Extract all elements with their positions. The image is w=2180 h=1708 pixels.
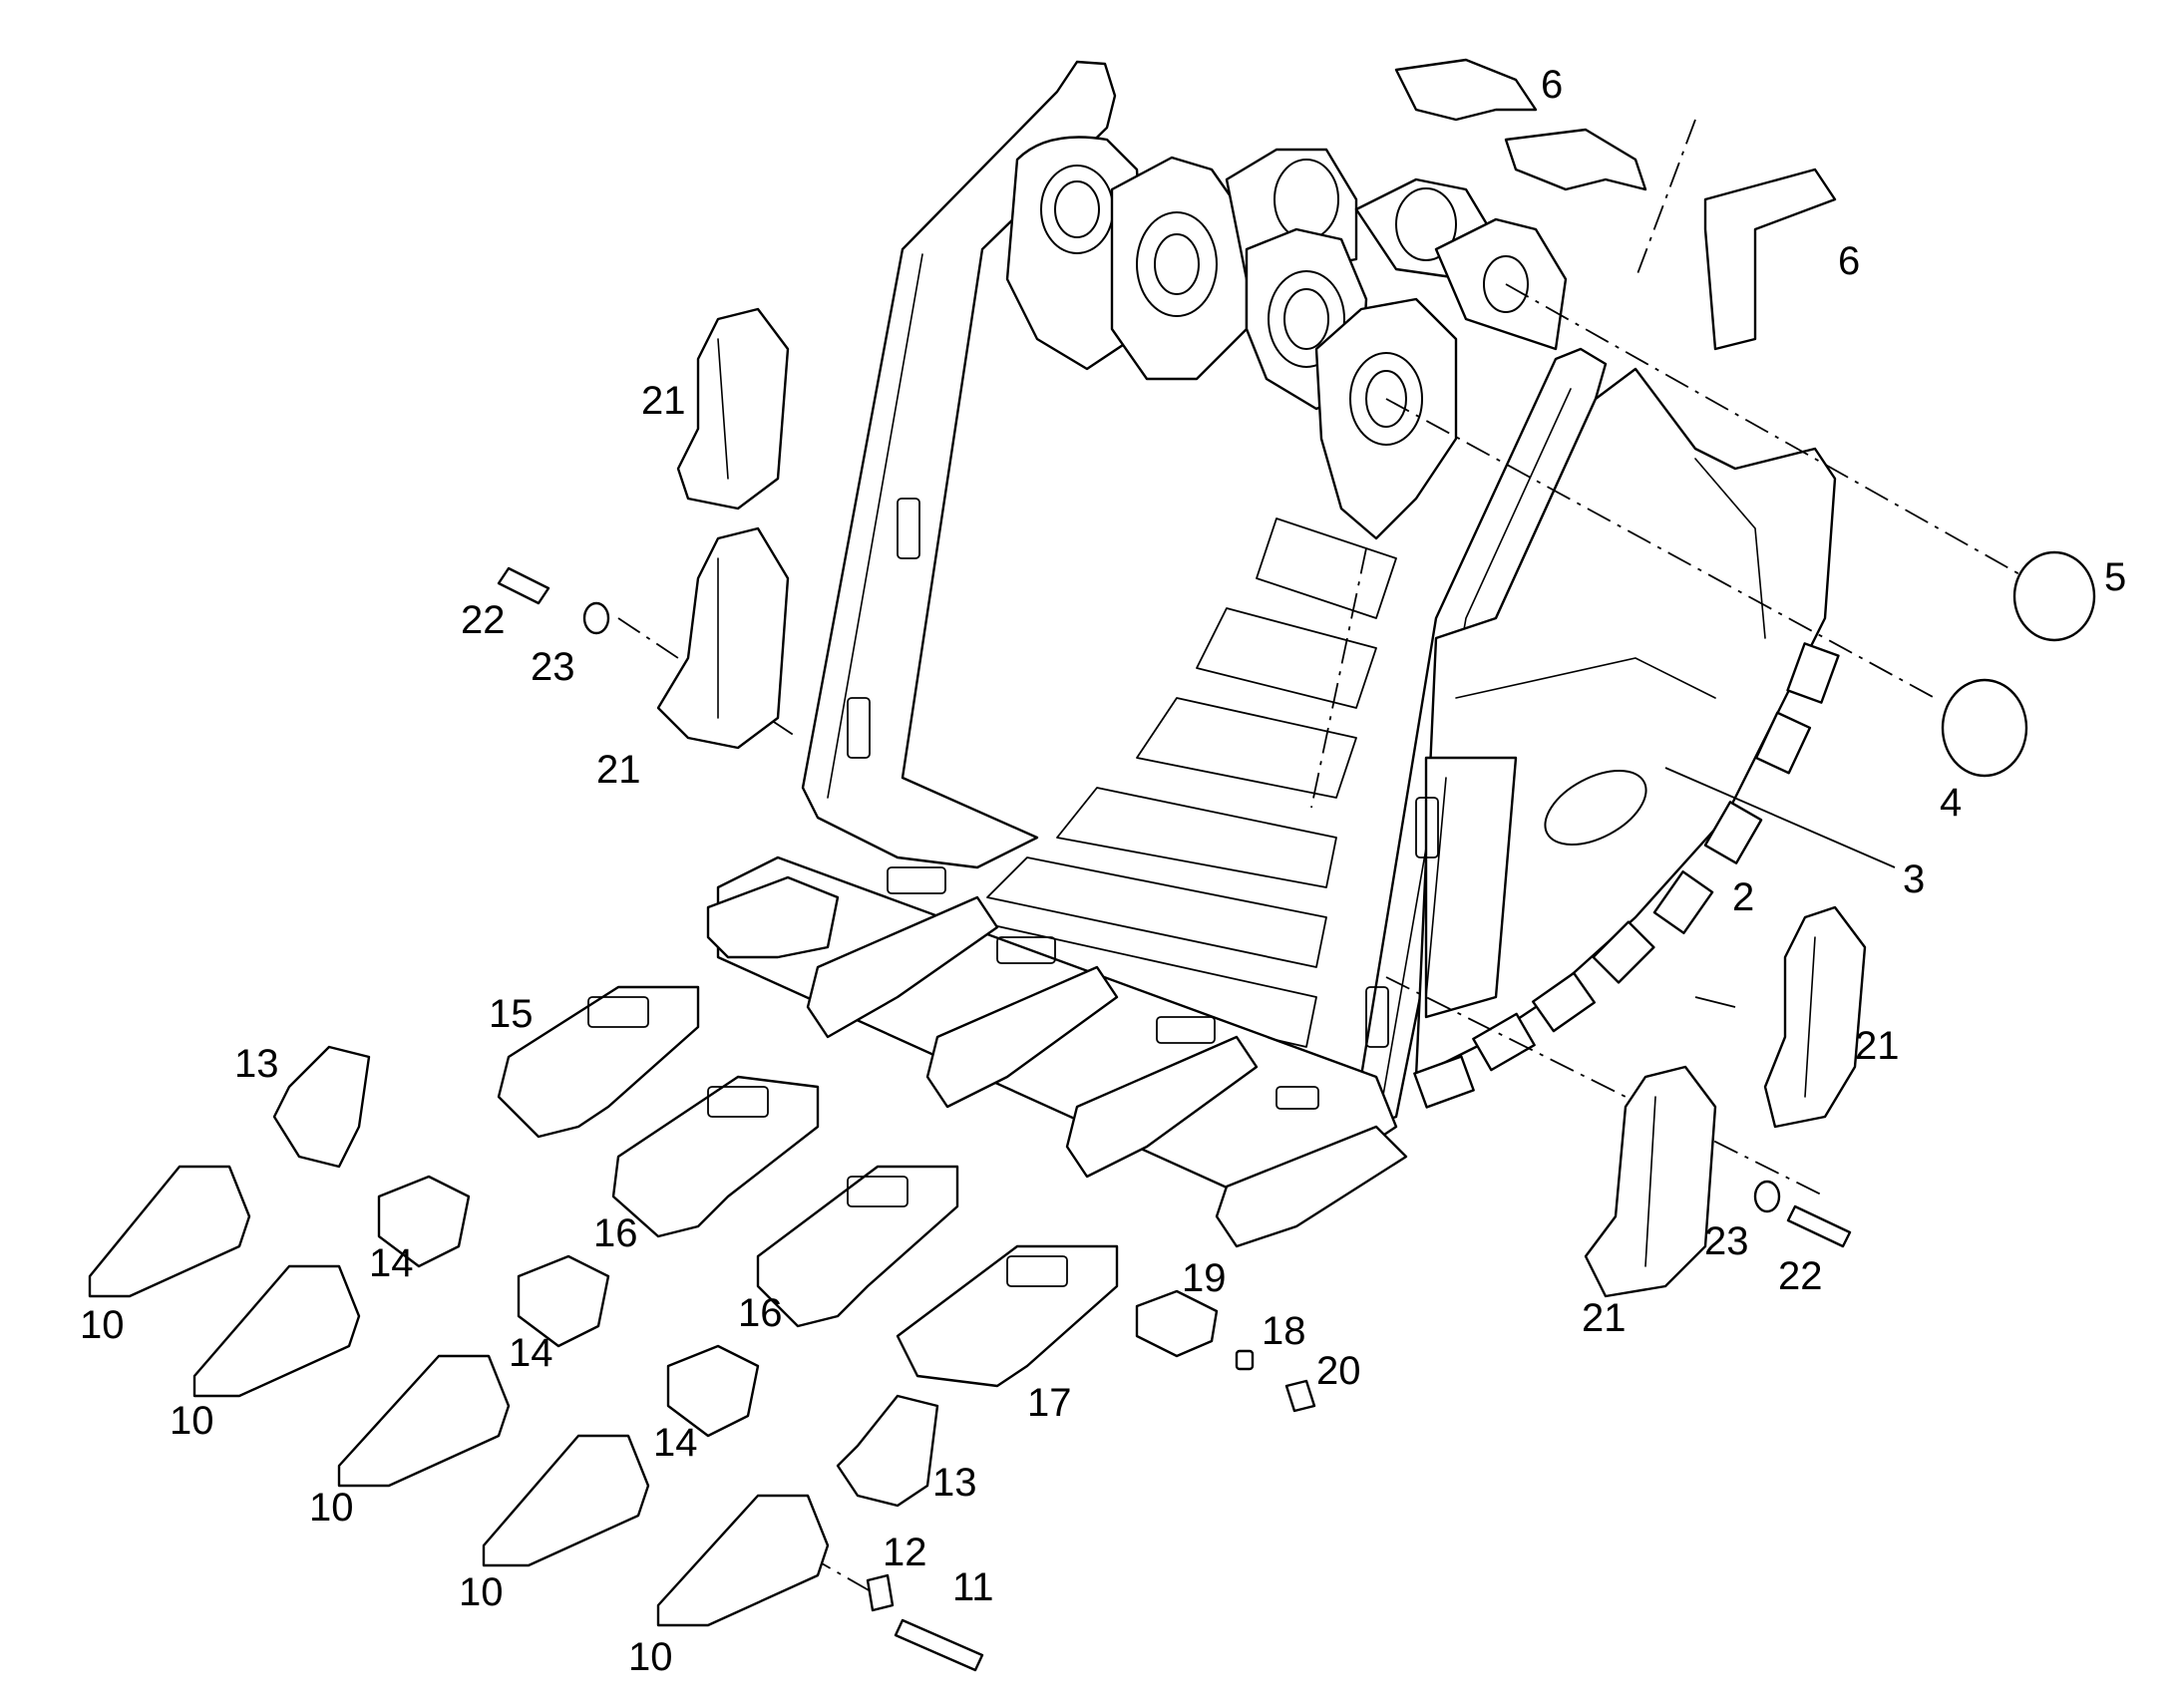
wear-blocks: [1413, 642, 1840, 1109]
callout-10-e: 10: [628, 1635, 673, 1679]
tooth-10-a: [88, 1165, 251, 1298]
side-protector-21b: [656, 526, 790, 750]
callout-22-left: 22: [461, 598, 506, 642]
cap-14-b: [517, 1254, 610, 1348]
shroud-17: [896, 1244, 1119, 1388]
adapter-13-top: [272, 1045, 371, 1169]
bucket-body: [716, 60, 1840, 1198]
side-protector-21c: [1763, 905, 1867, 1129]
callout-10-c: 10: [309, 1486, 354, 1530]
callout-14-c: 14: [653, 1421, 698, 1465]
callout-14-a: 14: [369, 1241, 414, 1285]
callout-17: 17: [1027, 1381, 1072, 1425]
callout-6-top: 6: [1541, 63, 1563, 107]
pin-11: [894, 1618, 984, 1672]
lock-19: [1135, 1289, 1219, 1358]
shroud-16b: [756, 1165, 959, 1328]
leader-lines: [1664, 767, 1896, 1008]
callout-10-a: 10: [80, 1303, 125, 1347]
callout-3: 3: [1903, 857, 1925, 901]
callout-6-right: 6: [1838, 239, 1860, 283]
callout-12: 12: [883, 1531, 927, 1574]
callout-11: 11: [952, 1565, 994, 1609]
tooth-adapters: [706, 866, 1408, 1248]
tooth-10-d: [482, 1434, 650, 1567]
callout-21-upper-right: 21: [1855, 1024, 1900, 1068]
tooth-10-c: [337, 1354, 511, 1488]
adapter-13-bottom: [836, 1394, 939, 1508]
callout-21-upper-left: 21: [641, 379, 686, 423]
side-protector-21d: [1584, 1065, 1717, 1298]
callout-2: 2: [1732, 875, 1754, 919]
washer-23-right: [1753, 1180, 1781, 1213]
cover-plate-6-right: [1703, 168, 1837, 351]
callout-16-lower: 16: [738, 1291, 783, 1335]
callout-4: 4: [1940, 781, 1962, 825]
callout-23-left: 23: [531, 645, 575, 689]
callout-20: 20: [1316, 1349, 1361, 1393]
shroud-16a: [611, 1075, 820, 1238]
pin-22-right: [1786, 1204, 1852, 1248]
callout-19: 19: [1182, 1256, 1227, 1300]
callout-10-d: 10: [459, 1570, 504, 1614]
cap-14-a: [377, 1175, 471, 1268]
callout-21-lower-left: 21: [596, 748, 641, 792]
retainer-12: [866, 1573, 895, 1612]
side-protector-21a: [676, 307, 790, 511]
callout-23-right: 23: [1704, 1219, 1749, 1263]
nut-18: [1235, 1349, 1255, 1371]
callout-labels: 6 6 5 4 3 2 21 21 21 21 22 23 22 23 15 1…: [80, 63, 2126, 1679]
cover-plate-6-top: [1394, 58, 1647, 191]
round-cover-4: [1941, 678, 2028, 778]
callout-13-bottom: 13: [932, 1461, 977, 1505]
pin-22-left: [497, 566, 550, 605]
callout-18: 18: [1262, 1309, 1306, 1353]
callout-21-lower-right: 21: [1582, 1296, 1627, 1340]
bolt-20: [1284, 1379, 1316, 1413]
round-cover-5: [2012, 550, 2096, 642]
callout-10-b: 10: [170, 1399, 214, 1443]
callout-16-upper: 16: [593, 1211, 638, 1255]
callout-14-b: 14: [509, 1331, 553, 1375]
callout-5: 5: [2104, 555, 2126, 599]
washer-23-left: [582, 601, 610, 635]
callout-22-right: 22: [1778, 1254, 1823, 1298]
cap-14-c: [666, 1344, 760, 1438]
callout-15: 15: [489, 992, 534, 1036]
callout-13-top: 13: [234, 1042, 279, 1086]
shroud-15: [497, 985, 700, 1139]
tooth-10-e: [656, 1494, 830, 1627]
tooth-10-b: [192, 1264, 361, 1398]
